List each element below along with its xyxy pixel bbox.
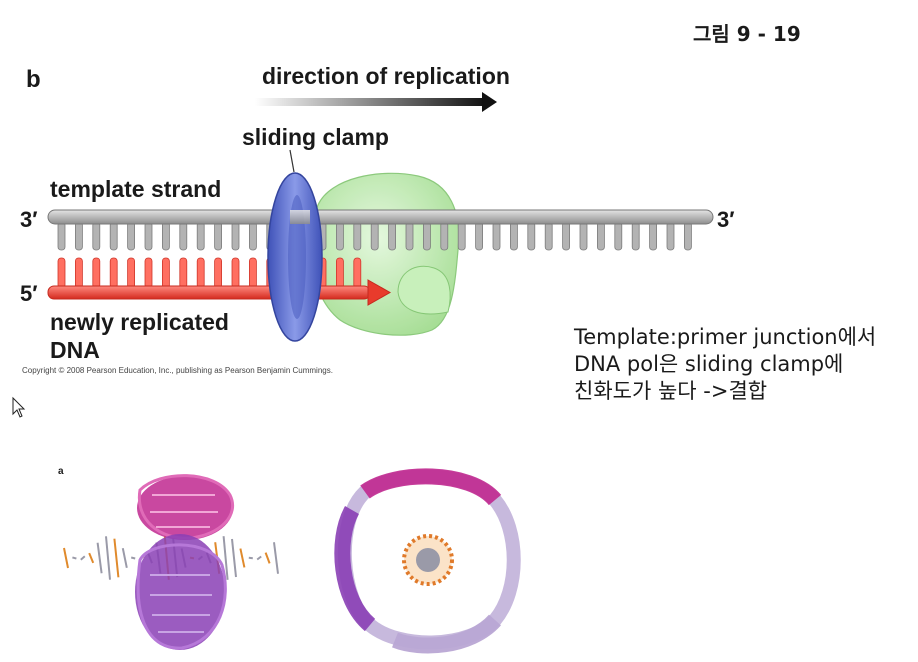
template-base bbox=[422, 221, 431, 251]
template-base bbox=[562, 221, 570, 251]
template-base bbox=[509, 221, 518, 251]
template-base bbox=[144, 221, 153, 251]
template-base bbox=[214, 221, 223, 251]
dna-stick bbox=[222, 536, 229, 580]
direction-arrow bbox=[255, 92, 497, 112]
dna-polymerase-shape bbox=[311, 172, 460, 336]
template-base bbox=[75, 221, 83, 251]
new-strand-base bbox=[161, 257, 170, 289]
panel-a-label: a bbox=[58, 466, 64, 477]
panel-b-label: b bbox=[26, 66, 41, 93]
template-3prime-left: 3′ bbox=[20, 207, 38, 232]
new-strand-base bbox=[179, 257, 188, 289]
dna-stick bbox=[130, 556, 136, 560]
template-base bbox=[666, 221, 675, 251]
template-strand-bases bbox=[57, 221, 692, 251]
template-base bbox=[492, 221, 501, 251]
template-base bbox=[353, 221, 362, 251]
sliding-clamp-ring bbox=[267, 172, 323, 342]
template-base bbox=[649, 221, 657, 251]
new-strand-base bbox=[214, 257, 223, 289]
template-base bbox=[597, 221, 605, 251]
template-base bbox=[127, 221, 135, 251]
clamp-leader-line bbox=[289, 149, 295, 173]
dna-stick bbox=[239, 548, 246, 568]
new-strand-base bbox=[353, 257, 362, 289]
direction-of-replication-label: direction of replication bbox=[262, 63, 510, 89]
template-base bbox=[405, 221, 414, 251]
new-strand-base bbox=[92, 257, 101, 289]
new-strand-base bbox=[335, 257, 344, 289]
sliding-clamp-label: sliding clamp bbox=[242, 124, 389, 150]
new-strand-base bbox=[231, 257, 240, 289]
new-strand-base bbox=[109, 257, 118, 289]
new-strand-base bbox=[144, 257, 153, 289]
template-base bbox=[248, 221, 257, 251]
template-base bbox=[196, 221, 205, 251]
template-base bbox=[527, 221, 536, 251]
template-3prime-right: 3′ bbox=[717, 207, 735, 232]
template-base bbox=[475, 221, 484, 251]
template-base bbox=[457, 221, 466, 251]
new-strand-base bbox=[127, 257, 135, 289]
dna-stick bbox=[121, 548, 128, 568]
template-base bbox=[440, 221, 449, 251]
dna-stick bbox=[231, 538, 237, 578]
new-strand-5prime: 5′ bbox=[20, 281, 38, 306]
template-base bbox=[179, 221, 188, 251]
template-base bbox=[388, 221, 397, 251]
clamp-side-view-structure bbox=[63, 474, 279, 650]
copyright-text: Copyright © 2008 Pearson Education, Inc.… bbox=[22, 366, 333, 375]
new-strand-base bbox=[75, 257, 83, 289]
template-base bbox=[92, 221, 101, 251]
dna-stick bbox=[273, 542, 279, 574]
dna-stick bbox=[63, 547, 69, 569]
dna-stick bbox=[72, 556, 77, 560]
template-base bbox=[544, 221, 553, 251]
dna-stick bbox=[88, 552, 95, 564]
dna-stick bbox=[256, 555, 262, 561]
new-strand-base bbox=[196, 257, 205, 289]
template-strand-label: template strand bbox=[50, 176, 222, 202]
template-base bbox=[684, 221, 692, 251]
dna-stick bbox=[80, 555, 86, 561]
new-strand-base bbox=[248, 257, 257, 289]
newly-replicated-dna-label: newly replicated DNA bbox=[50, 309, 229, 363]
template-base bbox=[161, 221, 170, 251]
dna-stick bbox=[264, 552, 271, 564]
template-base bbox=[631, 221, 640, 251]
dna-stick bbox=[113, 538, 120, 578]
dna-stick bbox=[105, 536, 111, 580]
annotation-note: Template:primer junction에서 DNA pol은 slid… bbox=[574, 325, 877, 403]
mouse-cursor-icon bbox=[12, 396, 26, 418]
template-base bbox=[370, 221, 379, 251]
dna-stick bbox=[96, 542, 103, 574]
figure-number: 그림 9 - 19 bbox=[693, 22, 801, 46]
clamp-top-view-structure bbox=[334, 468, 521, 654]
template-base bbox=[109, 221, 118, 251]
new-strand-base bbox=[57, 257, 66, 289]
template-base bbox=[579, 221, 588, 251]
template-base bbox=[614, 221, 623, 251]
template-base bbox=[335, 221, 344, 251]
template-base bbox=[231, 221, 240, 251]
template-base bbox=[57, 221, 66, 251]
template-strand-backbone bbox=[47, 209, 714, 225]
